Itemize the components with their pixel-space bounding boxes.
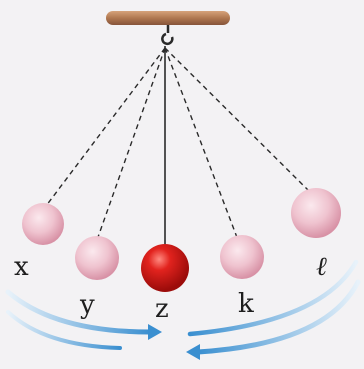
hook-icon xyxy=(162,25,172,44)
label-z: z xyxy=(155,296,169,322)
string-l xyxy=(165,48,310,192)
bob-l xyxy=(291,188,341,238)
bob-y xyxy=(75,236,119,280)
label-l: ℓ xyxy=(316,254,327,280)
label-y: y xyxy=(80,292,95,318)
string-x xyxy=(43,48,165,210)
support-rod xyxy=(106,11,230,25)
bob-z xyxy=(141,244,189,292)
bob-k xyxy=(220,235,264,279)
string-y xyxy=(97,48,165,240)
bob-x xyxy=(22,203,64,245)
string-k xyxy=(165,48,238,240)
label-k: k xyxy=(238,291,254,317)
right-arrow-upper xyxy=(190,262,356,334)
swing-paths xyxy=(43,48,310,240)
label-x: x xyxy=(14,254,29,280)
